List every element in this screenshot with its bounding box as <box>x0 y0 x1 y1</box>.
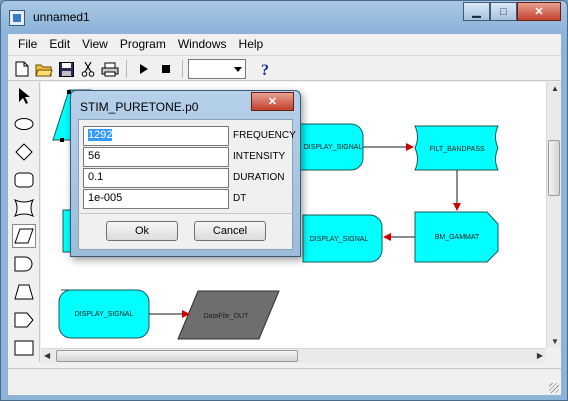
frequency-label: FREQUENCY <box>233 130 296 141</box>
delay-shape-tool-icon[interactable] <box>12 252 36 276</box>
parameter-dialog: STIM_PURETONE.p0 ✕ 1292 FREQUENCY 56 INT… <box>70 90 301 257</box>
run-icon[interactable] <box>134 59 154 79</box>
param-row-duration: 0.1 DURATION <box>83 168 298 188</box>
client-area: File Edit View Program Windows Help <box>8 34 561 395</box>
ellipse-tool-icon[interactable] <box>12 112 36 136</box>
datafile-out-label: DataFile_OUT <box>204 313 249 320</box>
cancel-button[interactable]: Cancel <box>194 221 266 241</box>
svg-text:?: ? <box>261 62 269 77</box>
window-title: unnamed1 <box>33 10 90 24</box>
duration-label: DURATION <box>233 172 285 183</box>
toolbar-separator <box>182 60 183 78</box>
resize-grip-icon[interactable] <box>549 383 559 393</box>
pentagon-arrow-tool-icon[interactable] <box>12 308 36 332</box>
menu-bar: File Edit View Program Windows Help <box>8 34 561 54</box>
dialog-close-button[interactable]: ✕ <box>251 92 294 111</box>
trapezoid-tool-icon[interactable] <box>12 280 36 304</box>
new-file-icon[interactable] <box>12 59 32 79</box>
status-bar <box>8 368 561 395</box>
scroll-left-icon[interactable]: ◀ <box>44 351 51 360</box>
intensity-value: 56 <box>88 150 101 162</box>
open-folder-icon[interactable] <box>34 59 54 79</box>
frequency-value: 1292 <box>88 129 113 141</box>
help-icon[interactable]: ? <box>256 59 276 79</box>
menu-windows[interactable]: Windows <box>177 37 227 51</box>
vertical-scrollbar[interactable]: ▲ ▼ <box>546 82 561 348</box>
display-signal-node-3[interactable] <box>58 289 150 339</box>
scroll-down-icon[interactable]: ▼ <box>551 337 559 346</box>
pointer-tool-icon[interactable] <box>12 84 36 108</box>
menu-program[interactable]: Program <box>119 37 166 51</box>
duration-field[interactable]: 0.1 <box>83 168 229 188</box>
menu-help[interactable]: Help <box>238 37 264 51</box>
diamond-tool-icon[interactable] <box>12 140 36 164</box>
rectangle-tool-icon[interactable] <box>12 336 36 360</box>
filt-bandpass-label: FILT_BANDPASS <box>429 146 485 153</box>
selection-handle[interactable] <box>60 138 64 142</box>
duration-value: 0.1 <box>88 171 104 183</box>
menu-file[interactable]: File <box>18 37 38 51</box>
toolbar-combo[interactable] <box>188 59 246 79</box>
display-signal-label-1: DISPLAY_SIGNAL <box>304 144 363 151</box>
param-row-intensity: 56 INTENSITY <box>83 147 298 167</box>
display-signal-label-2: DISPLAY_SIGNAL <box>310 236 369 243</box>
horizontal-scroll-thumb[interactable] <box>56 350 298 362</box>
print-icon[interactable] <box>100 59 120 79</box>
maximize-button[interactable]: □ <box>490 2 517 21</box>
parallelogram-tool-icon[interactable] <box>12 224 36 248</box>
bm-gammat-node[interactable] <box>414 211 499 263</box>
dt-label: DT <box>233 193 247 204</box>
param-row-dt: 1e-005 DT <box>83 189 298 209</box>
save-icon[interactable] <box>56 59 76 79</box>
display-signal-label-3: DISPLAY_SIGNAL <box>75 311 134 318</box>
vertical-scroll-thumb[interactable] <box>548 140 560 196</box>
dt-value: 1e-005 <box>88 192 123 204</box>
shape-palette <box>8 82 40 362</box>
close-button[interactable]: ✕ <box>517 2 561 21</box>
filt-bandpass-node[interactable] <box>414 125 499 171</box>
menu-edit[interactable]: Edit <box>49 37 71 51</box>
title-bar[interactable]: unnamed1 ▁ □ ✕ <box>1 1 567 34</box>
chevron-down-icon <box>234 67 242 72</box>
ok-button[interactable]: Ok <box>106 221 178 241</box>
datafile-out-node[interactable] <box>177 290 280 340</box>
menu-view[interactable]: View <box>82 37 108 51</box>
rounded-rect-tool-icon[interactable] <box>12 168 36 192</box>
minimize-button[interactable]: ▁ <box>463 2 490 21</box>
toolbar-separator <box>126 60 127 78</box>
bm-gammat-label: BM_GAMMAT <box>435 234 480 241</box>
selection-handle[interactable] <box>67 90 71 94</box>
param-row-frequency: 1292 FREQUENCY <box>83 126 298 146</box>
frequency-field[interactable]: 1292 <box>83 126 229 146</box>
display-signal-node-2[interactable] <box>302 214 383 263</box>
dialog-title: STIM_PURETONE.p0 <box>80 100 199 114</box>
concave-rect-tool-icon[interactable] <box>12 196 36 220</box>
scroll-right-icon[interactable]: ▶ <box>536 351 543 360</box>
scroll-up-icon[interactable]: ▲ <box>551 84 559 93</box>
dt-field[interactable]: 1e-005 <box>83 189 229 209</box>
app-icon <box>9 10 25 26</box>
toolbar: ? <box>8 55 561 81</box>
intensity-label: INTENSITY <box>233 151 286 162</box>
stop-icon[interactable] <box>156 59 176 79</box>
horizontal-scrollbar[interactable]: ◀ ▶ <box>41 348 546 363</box>
dialog-body: 1292 FREQUENCY 56 INTENSITY 0.1 DURATION… <box>78 119 296 250</box>
intensity-field[interactable]: 56 <box>83 147 229 167</box>
cut-icon[interactable] <box>78 59 98 79</box>
dialog-separator <box>79 213 292 214</box>
